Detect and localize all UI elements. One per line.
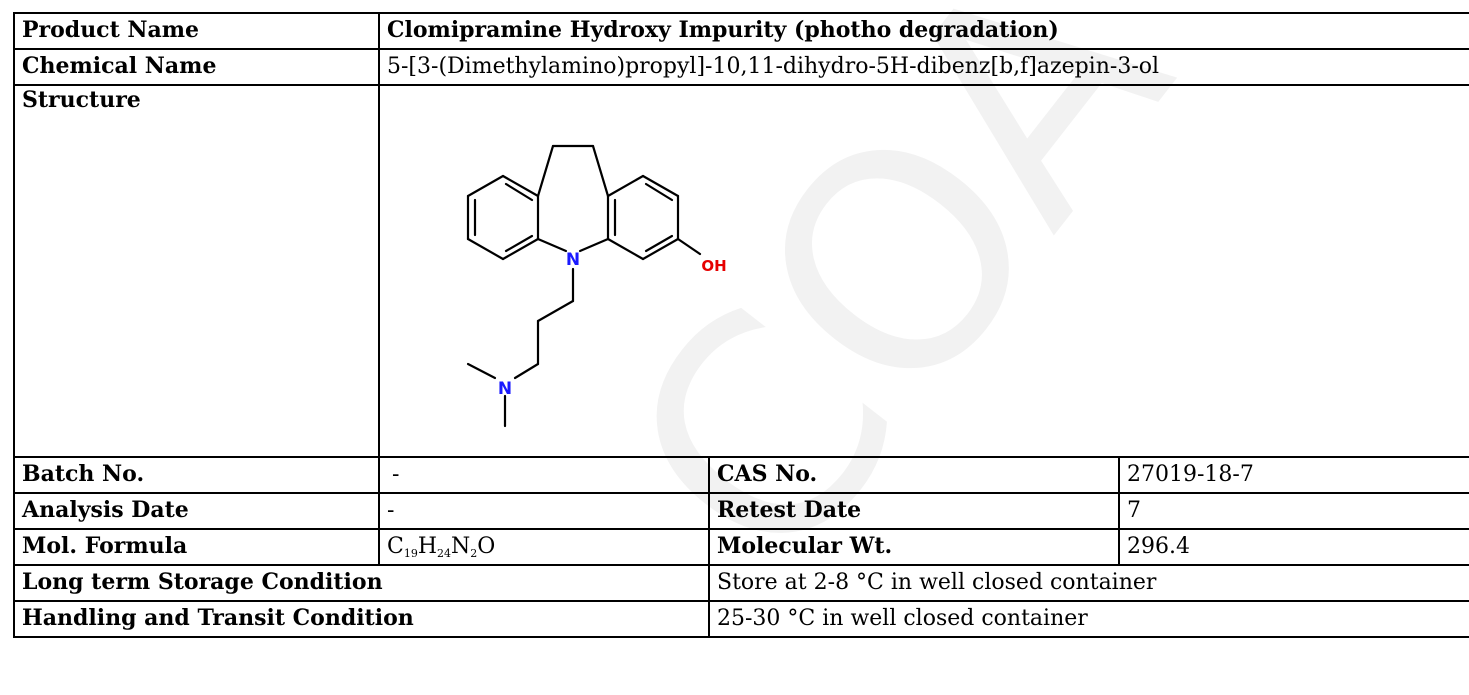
molecular-wt-value: 296.4 [1118,528,1469,566]
chemical-name-value: 5-[3-(Dimethylamino)propyl]-10,11-dihydr… [378,48,1469,86]
row-formula-weight: Mol. Formula C19H24N2O Molecular Wt. 296… [13,528,1469,566]
product-name-value: Clomipramine Hydroxy Impurity (photho de… [378,12,1469,50]
product-name-label: Product Name [13,12,380,50]
retest-date-label: Retest Date [708,492,1120,530]
hydroxyl-group-atom: OH [701,257,726,275]
handling-transit-label: Handling and Transit Condition [13,600,710,638]
molecular-wt-label: Molecular Wt. [708,528,1120,566]
row-product-name: Product Name Clomipramine Hydroxy Impuri… [13,12,1469,50]
structure-cell: N OH N [378,84,1469,458]
structure-label-cell: Structure [13,84,380,458]
row-handling-transit: Handling and Transit Condition 25-30 °C … [13,600,1469,638]
row-structure: Structure [13,84,1469,458]
chemical-structure-image: N OH N [466,144,727,428]
coa-table: Product Name Clomipramine Hydroxy Impuri… [13,12,1469,638]
batch-no-value: - [378,456,710,494]
row-long-term-storage: Long term Storage Condition Store at 2-8… [13,564,1469,602]
handling-transit-value: 25-30 °C in well closed container [708,600,1469,638]
cas-no-value: 27019-18-7 [1118,456,1469,494]
row-batch-cas: Batch No. - CAS No. 27019-18-7 [13,456,1469,494]
mol-formula-value: C19H24N2O [378,528,710,566]
row-analysis-retest: Analysis Date - Retest Date 7 [13,492,1469,530]
formula-h: H [417,534,438,560]
formula-c: C [387,534,404,560]
structure-drawing-area: N OH N [381,87,1469,455]
formula-o: O [477,534,496,560]
formula-h-count: 24 [437,547,452,561]
analysis-date-value: - [378,492,710,530]
long-term-storage-label: Long term Storage Condition [13,564,710,602]
structure-label: Structure [22,87,141,113]
ring-nitrogen-atom: N [566,250,580,270]
chemical-name-label: Chemical Name [13,48,380,86]
cas-no-label: CAS No. [708,456,1120,494]
analysis-date-label: Analysis Date [13,492,380,530]
batch-no-label: Batch No. [13,456,380,494]
formula-n: N [451,534,471,560]
retest-date-value: 7 [1118,492,1469,530]
row-chemical-name: Chemical Name 5-[3-(Dimethylamino)propyl… [13,48,1469,86]
formula-n-count: 2 [470,547,478,561]
long-term-storage-value: Store at 2-8 °C in well closed container [708,564,1469,602]
mol-formula-label: Mol. Formula [13,528,380,566]
amine-nitrogen-atom: N [498,379,512,399]
formula-c-count: 19 [403,547,418,561]
